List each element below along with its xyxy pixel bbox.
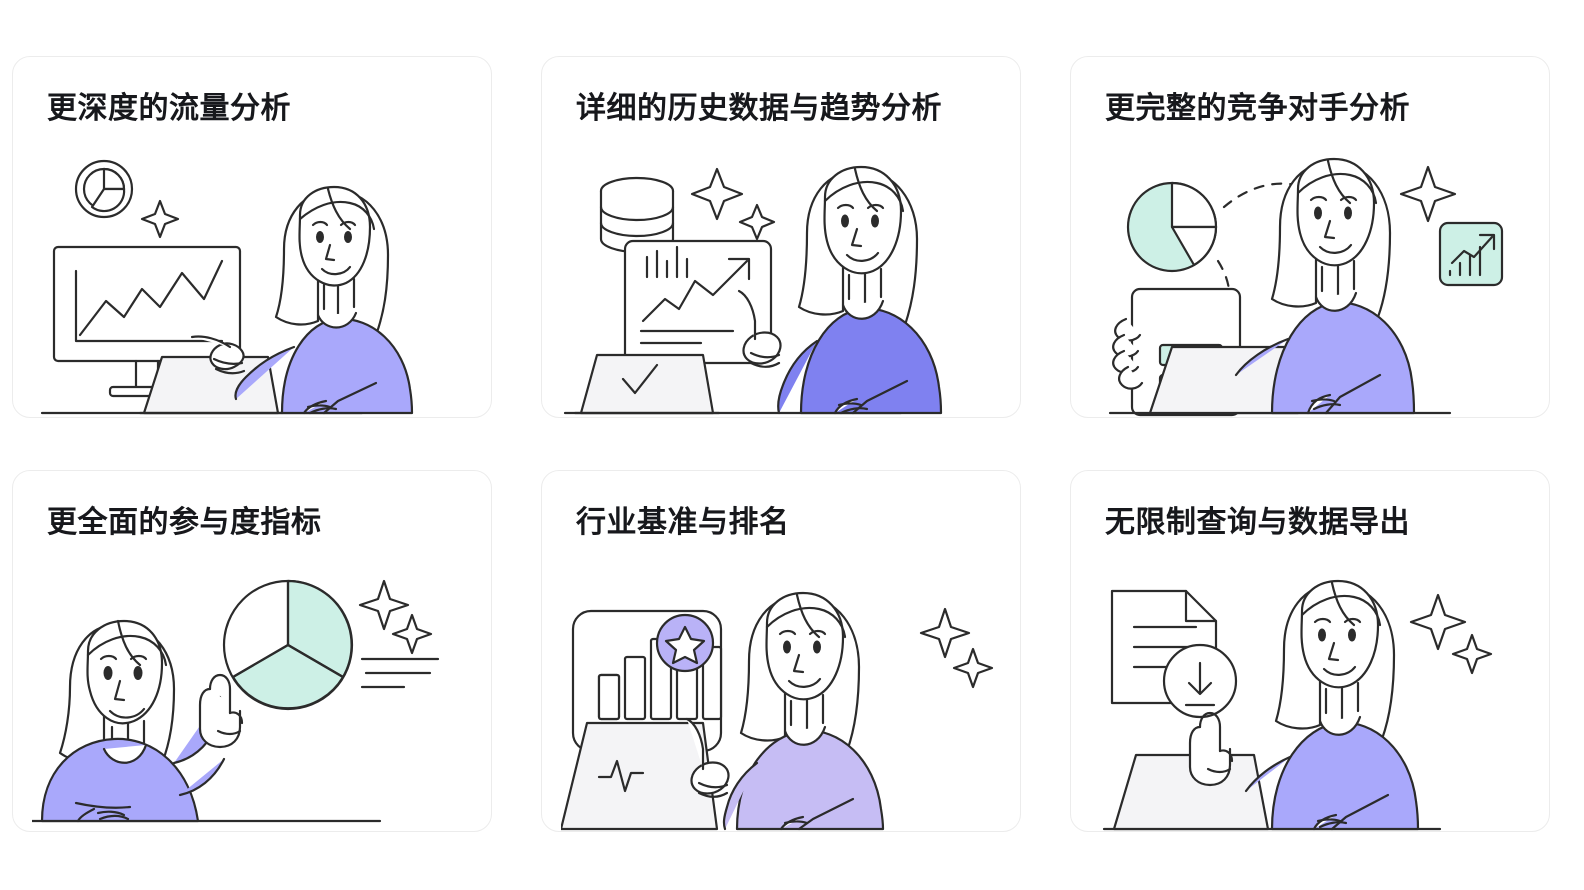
sparkle-large-icon — [358, 579, 410, 631]
feature-card-complete-competitor-analysis[interactable]: 更完整的竞争对手分析 — [1070, 56, 1550, 418]
feature-card-comprehensive-engagement-metrics[interactable]: 更全面的参与度指标 — [12, 470, 492, 832]
star-badge-icon — [655, 613, 715, 673]
card-title: 详细的历史数据与趋势分析 — [576, 92, 942, 125]
woman-figure — [685, 591, 885, 831]
card-title: 更完整的竞争对手分析 — [1105, 92, 1410, 125]
illustration-woman-with-document-download — [1071, 559, 1549, 831]
sparkle-large-icon — [690, 167, 744, 221]
bar-group — [645, 245, 689, 279]
trend-badge-mint-icon — [1438, 221, 1504, 287]
pointing-hand — [737, 289, 782, 368]
sparkle-icon — [1399, 165, 1457, 223]
pointing-hand — [190, 335, 246, 375]
woman-figure — [1234, 157, 1416, 415]
pie-chart-three-segments-icon — [222, 579, 354, 711]
sparkle-small-icon — [738, 203, 776, 241]
trend-chart-card — [623, 239, 773, 365]
pie-chart-mint-icon — [1126, 181, 1218, 273]
woman-figure — [40, 619, 244, 823]
illustration-woman-pointing-at-monitor-line-chart — [13, 145, 491, 417]
feature-card-deeper-traffic-analysis[interactable]: 更深度的流量分析 — [12, 56, 492, 418]
sparkle-large-icon — [919, 607, 971, 659]
sparkle-small-icon — [952, 647, 994, 689]
woman-figure — [190, 185, 414, 415]
pointing-hand-up — [1188, 711, 1234, 787]
card-title: 无限制查询与数据导出 — [1105, 506, 1410, 539]
card-title: 更深度的流量分析 — [47, 92, 291, 125]
bar-chart-card — [571, 609, 723, 753]
download-arrow-circle-icon — [1162, 643, 1238, 719]
sparkle-small-icon — [1451, 633, 1493, 675]
card-title: 行业基准与排名 — [576, 506, 790, 539]
sparkle-icon — [140, 199, 180, 239]
pointing-hand-up — [198, 673, 244, 749]
laptop-with-check — [573, 353, 721, 415]
card-title: 更全面的参与度指标 — [47, 506, 322, 539]
feature-card-grid: 更深度的流量分析 — [12, 56, 1572, 832]
illustration-woman-pointing-at-bar-chart-with-star-badge — [542, 559, 1020, 831]
feature-card-unlimited-query-data-export[interactable]: 无限制查询与数据导出 — [1070, 470, 1550, 832]
sparkle-small-icon — [391, 613, 433, 655]
pointing-hand — [685, 717, 730, 798]
document-page-icon — [1110, 589, 1238, 719]
feature-card-industry-benchmark-ranking[interactable]: 行业基准与排名 — [541, 470, 1021, 832]
woman-figure — [1188, 579, 1420, 831]
illustration-woman-with-database-and-trend-card — [542, 145, 1020, 417]
illustration-woman-pointing-at-three-segment-pie — [13, 559, 491, 831]
feature-card-historical-data-trend-analysis[interactable]: 详细的历史数据与趋势分析 — [541, 56, 1021, 418]
woman-figure — [737, 165, 943, 415]
sparkle-large-icon — [1409, 593, 1467, 651]
pie-chart-circle-icon — [74, 159, 134, 219]
holding-hand — [1112, 317, 1144, 390]
illustration-woman-holding-report-with-pie-and-trend-badge — [1071, 145, 1549, 417]
legend-lines — [360, 657, 440, 689]
laptop-with-pulse — [561, 721, 719, 831]
